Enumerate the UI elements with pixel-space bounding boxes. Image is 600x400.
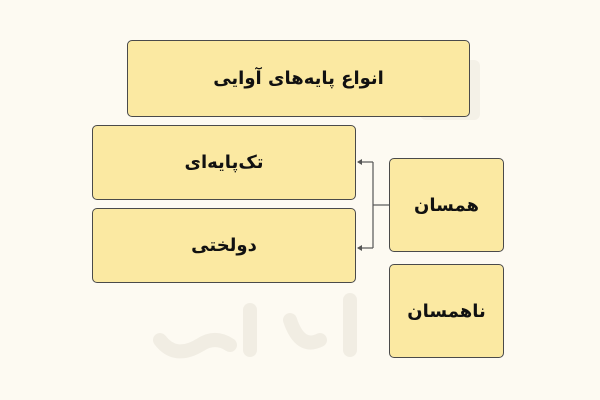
arrow-head-single <box>357 159 362 165</box>
single-foot-label: تک‌پایه‌ای <box>184 152 264 173</box>
double-foot-box: دولختی <box>92 208 356 283</box>
double-foot-label: دولختی <box>191 235 257 256</box>
different-type-box: ناهمسان <box>389 264 504 358</box>
title-box: انواع پایه‌های آوایی <box>127 40 470 117</box>
different-type-label: ناهمسان <box>407 300 486 322</box>
same-type-box: همسان <box>389 158 504 252</box>
arrow-head-double <box>357 245 362 251</box>
arrow-heads <box>357 159 362 251</box>
single-foot-box: تک‌پایه‌ای <box>92 125 356 200</box>
same-type-label: همسان <box>414 194 479 216</box>
title-label: انواع پایه‌های آوایی <box>213 68 384 89</box>
